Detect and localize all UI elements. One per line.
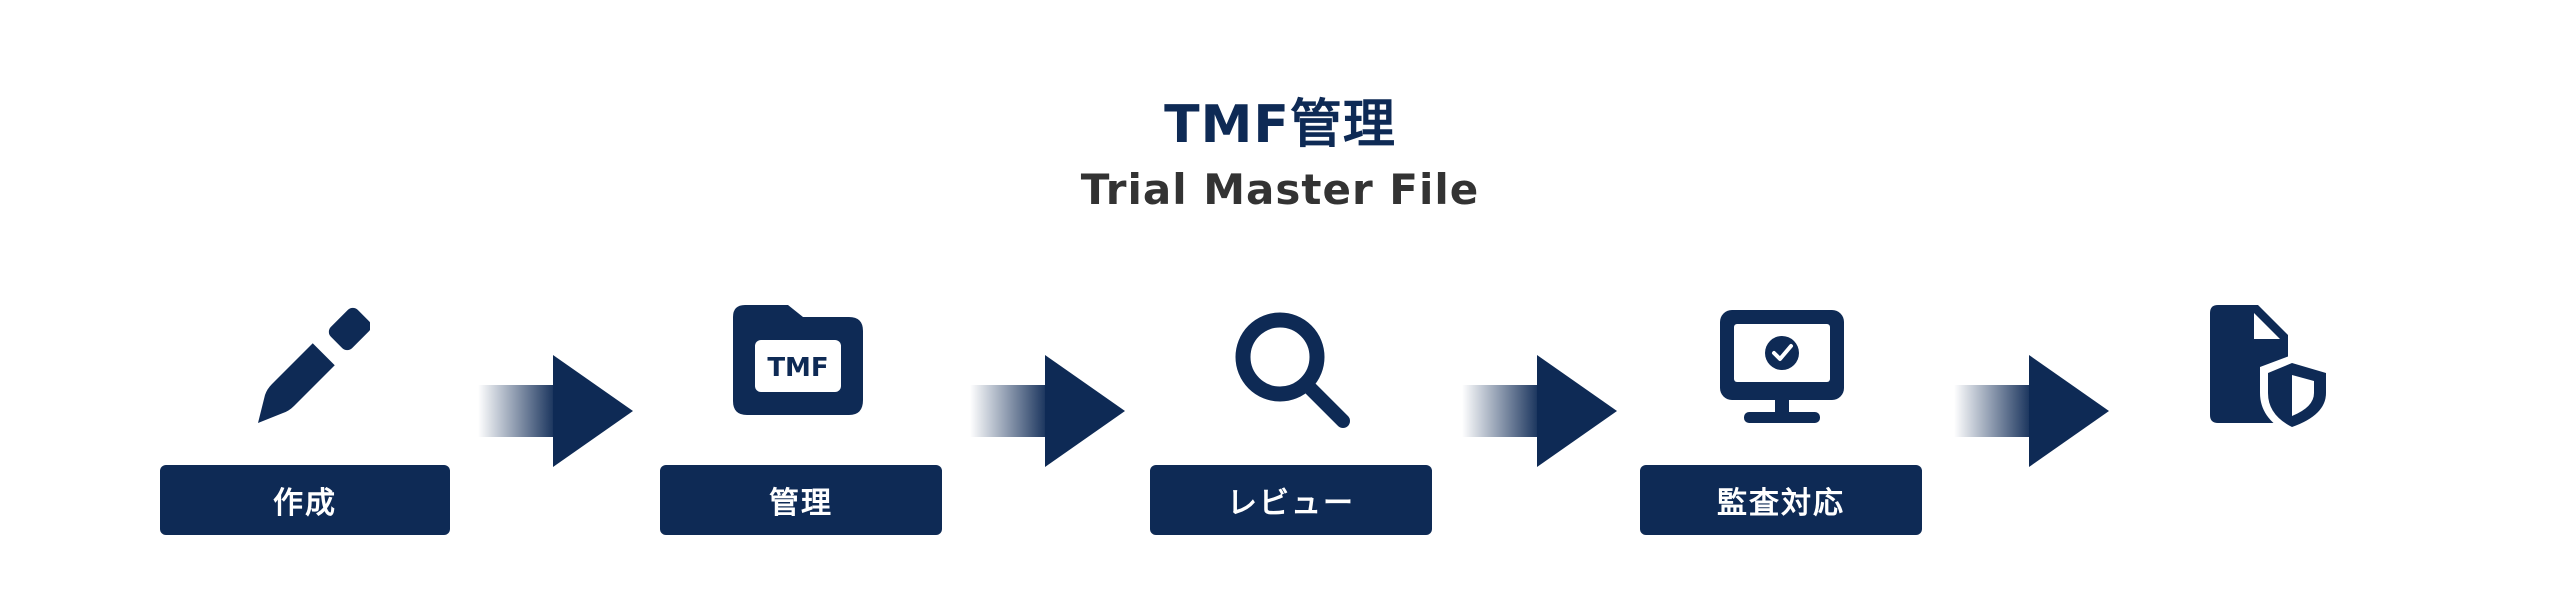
flow-arrow-1 [478,355,633,467]
magnifier-icon [1235,312,1350,428]
monitor-check-icon [1720,310,1844,423]
folder-badge-text: TMF [767,353,828,383]
flow-arrow-3 [1462,355,1617,467]
step-label-audit: 監査対応 [1640,465,1922,535]
pencil-icon [258,307,370,423]
flow-arrow-4 [1954,355,2109,467]
step-label-review: レビュー [1150,465,1432,535]
flow-arrow-2 [970,355,1125,467]
diagram-title: TMF管理 [1164,95,1396,155]
document-shield-icon [2210,305,2334,435]
folder-icon: TMF [733,305,863,415]
step-label-manage: 管理 [660,465,942,535]
diagram-subtitle: Trial Master File [1080,165,1480,214]
step-label-create: 作成 [160,465,450,535]
